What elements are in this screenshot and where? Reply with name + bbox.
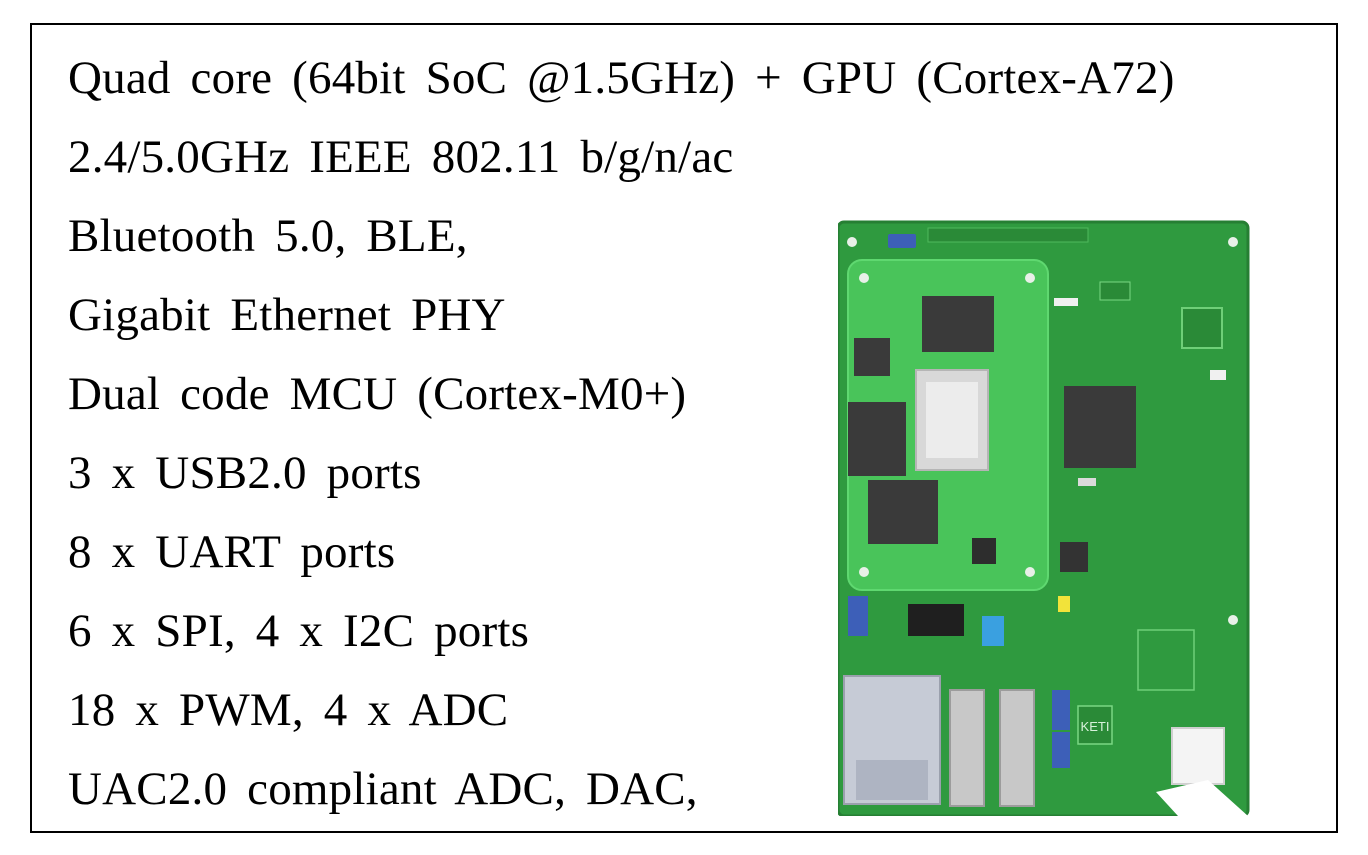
emmc-chip (848, 402, 906, 476)
mcu-chip (1064, 386, 1136, 468)
power-connector (1171, 727, 1225, 785)
module-hole (859, 567, 869, 577)
soc-lid (926, 382, 978, 458)
module-hole (859, 273, 869, 283)
wifi-chip (868, 480, 938, 544)
led (1210, 370, 1226, 380)
side-blue-header (848, 596, 868, 636)
spec-line-bluetooth: Bluetooth 5.0, BLE, (68, 210, 468, 262)
black-ic (908, 604, 964, 636)
module-hole (1025, 567, 1035, 577)
usb-port-2 (999, 689, 1035, 807)
ethernet-port-mouth (856, 760, 928, 800)
usb-port-1 (949, 689, 985, 807)
yellow-led (1058, 596, 1070, 612)
blue-cap (982, 616, 1004, 646)
mount-hole-mr (1228, 615, 1238, 625)
spec-line-spi-i2c: 6 x SPI, 4 x I2C ports (68, 605, 530, 657)
board-corner-notch (1156, 780, 1248, 816)
eth-phy-chip (1060, 542, 1088, 572)
ram-chip (922, 296, 994, 352)
spec-line-mcu: Dual code MCU (Cortex-M0+) (68, 368, 687, 420)
top-blue-connector (888, 234, 916, 248)
mount-hole-tl (847, 237, 857, 247)
usb-hub-chip (1181, 307, 1223, 349)
spec-line-wifi: 2.4/5.0GHz IEEE 802.11 b/g/n/ac (68, 131, 734, 183)
module-hole (1025, 273, 1035, 283)
mount-hole-tr (1228, 237, 1238, 247)
pmic-chip (854, 338, 890, 376)
spec-frame: Quad core (64bit SoC @1.5GHz) + GPU (Cor… (30, 23, 1338, 833)
blue-jumper-2 (1052, 732, 1070, 768)
logo-box (1077, 705, 1113, 745)
spec-line-ethernet: Gigabit Ethernet PHY (68, 289, 506, 341)
pcb-board-image: KETI (838, 220, 1250, 816)
spec-list: Quad core (64bit SoC @1.5GHz) + GPU (Cor… (68, 39, 1175, 829)
smd-part (1054, 298, 1078, 306)
spec-line-uart: 8 x UART ports (68, 526, 396, 578)
pcb-edge (838, 220, 1250, 816)
smd-part (1078, 478, 1096, 486)
spec-line-cpu: Quad core (64bit SoC @1.5GHz) + GPU (Cor… (68, 52, 1175, 104)
board-logo: KETI (1081, 719, 1110, 734)
blue-jumper-1 (1052, 690, 1070, 730)
spec-line-usb: 3 x USB2.0 ports (68, 447, 422, 499)
spec-line-pwm-adc: 18 x PWM, 4 x ADC (68, 684, 509, 736)
small-chip (972, 538, 996, 564)
resistor-array (1099, 281, 1131, 301)
spec-line-audio: UAC2.0 compliant ADC, DAC, (68, 763, 698, 815)
top-header (927, 227, 1089, 243)
regulator-outline (1137, 629, 1195, 691)
